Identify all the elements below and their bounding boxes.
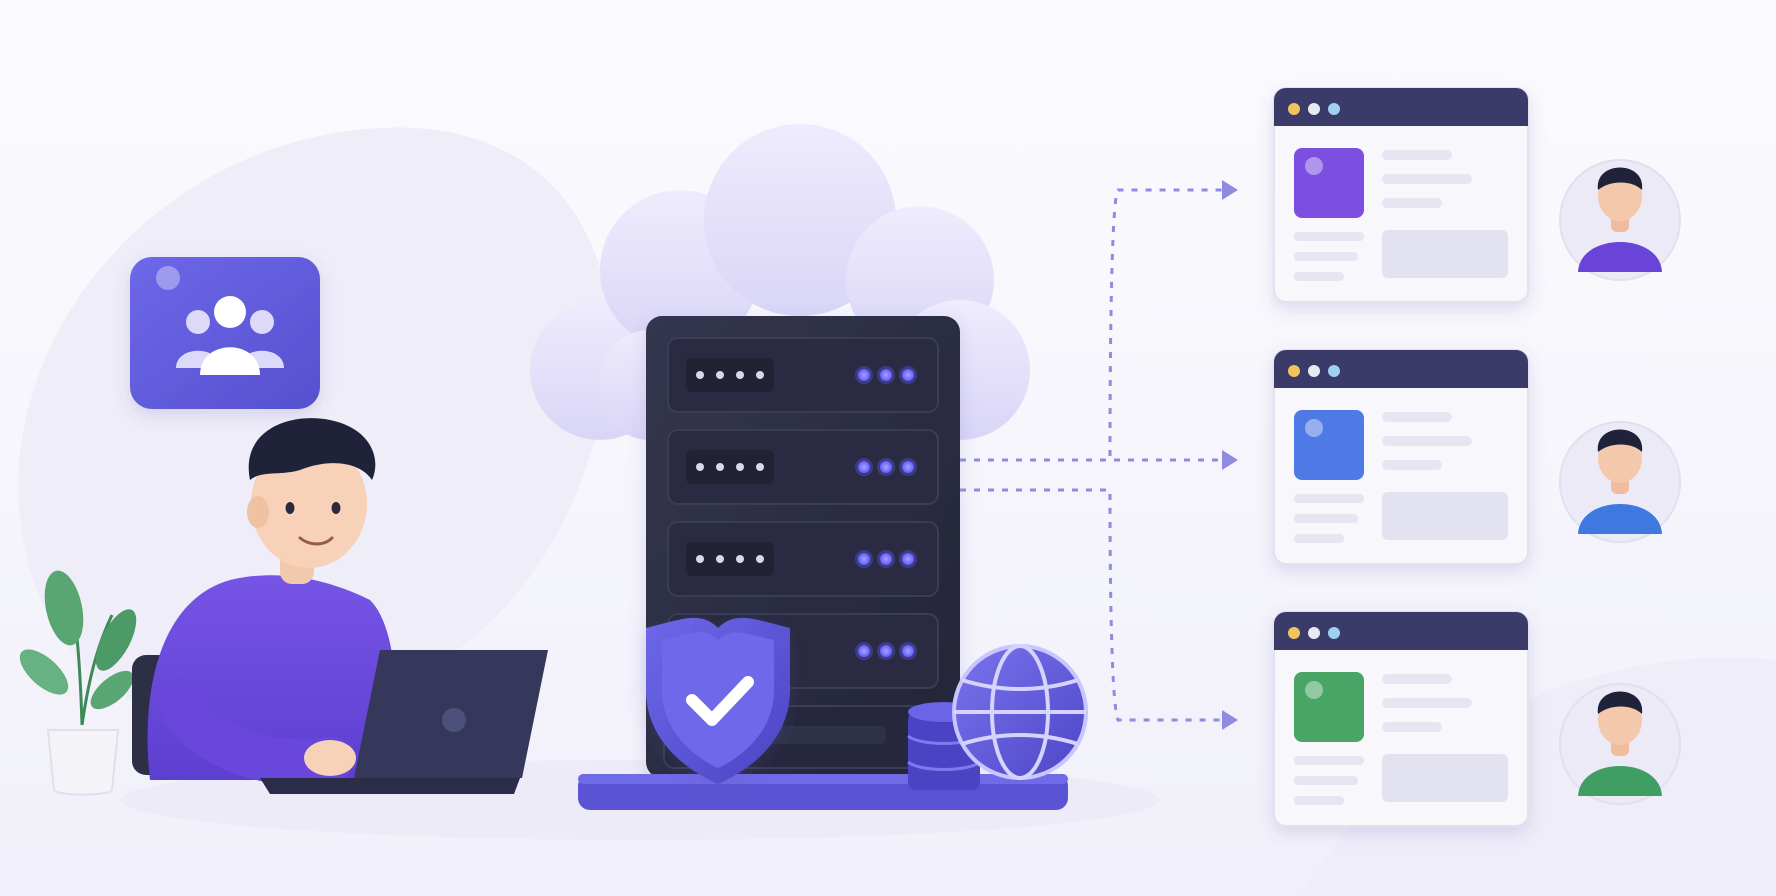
users-group-icon — [130, 257, 320, 409]
potted-plant-icon — [19, 570, 137, 796]
status-led — [902, 369, 914, 381]
status-led — [902, 645, 914, 657]
status-led — [880, 461, 892, 473]
window-thumbnail — [1294, 410, 1364, 480]
status-led — [902, 461, 914, 473]
user-avatar — [1559, 421, 1681, 543]
server-platform-top — [578, 774, 1068, 784]
window-thumbnail — [1294, 148, 1364, 218]
network-connectors — [960, 188, 1230, 722]
shield-check-icon — [646, 617, 790, 784]
status-led — [880, 645, 892, 657]
status-led — [902, 553, 914, 565]
status-led — [880, 369, 892, 381]
status-led — [858, 369, 870, 381]
status-led — [858, 553, 870, 565]
developer-person — [132, 418, 396, 786]
user-avatar — [1559, 159, 1681, 281]
client-window — [1273, 349, 1529, 565]
status-led — [858, 461, 870, 473]
connector-arrowheads — [1222, 180, 1238, 730]
status-led — [858, 645, 870, 657]
status-led — [880, 553, 892, 565]
laptop-icon — [260, 650, 548, 794]
client-window — [1273, 611, 1529, 827]
globe-icon — [952, 644, 1088, 780]
server-unit — [667, 337, 939, 413]
server-unit — [667, 521, 939, 597]
client-window — [1273, 87, 1529, 303]
server-unit — [667, 429, 939, 505]
window-thumbnail — [1294, 672, 1364, 742]
user-avatar — [1559, 683, 1681, 805]
